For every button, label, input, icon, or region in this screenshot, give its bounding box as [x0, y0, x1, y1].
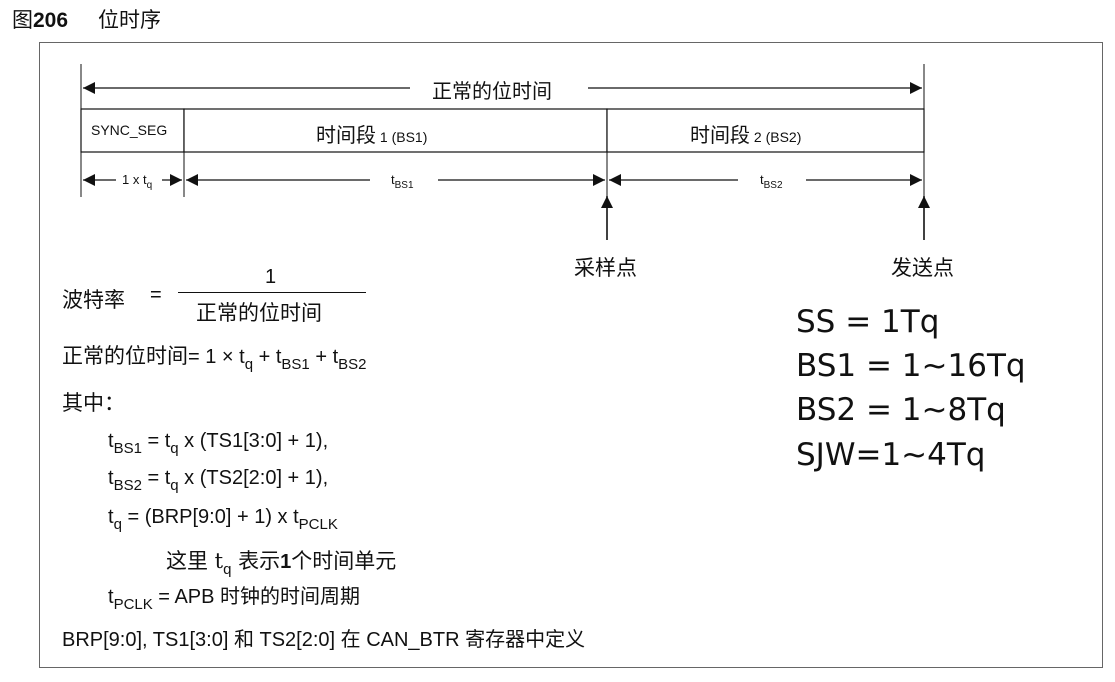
normal-bit-time-formula: 正常的位时间= 1 × tq + tBS1 + tBS2	[62, 344, 367, 373]
tq-dimension-label: 1 x tq	[122, 172, 153, 191]
register-note: BRP[9:0], TS1[3:0] 和 TS2[2:0] 在 CAN_BTR …	[62, 629, 586, 651]
param-sjw: SJW=1~4Tq	[796, 437, 986, 473]
baud-rate-denominator: 正常的位时间	[196, 301, 322, 325]
figure-title: 图206 位时序	[12, 4, 161, 34]
sync-seg-label: SYNC_SEG	[91, 122, 168, 138]
tbs2-formula: tBS2 = tq x (TS2[2:0] + 1),	[108, 467, 329, 494]
figure-number: 206	[33, 9, 69, 32]
param-bs2: BS2 = 1~8Tq	[796, 392, 1006, 428]
tq-definition: 这里 tq 表示1个时间单元	[166, 549, 397, 578]
fraction-bar	[178, 292, 366, 293]
tbs1-formula: tBS1 = tq x (TS1[3:0] + 1),	[108, 430, 329, 457]
baud-rate-label: 波特率	[62, 288, 125, 312]
tpclk-definition: tPCLK = APB 时钟的时间周期	[108, 586, 361, 613]
figure-frame	[39, 42, 1103, 668]
figure-number-prefix: 图	[12, 8, 33, 32]
normal-bit-time-label: 正常的位时间	[432, 79, 552, 103]
bs1-label: 时间段 1 (BS1)	[316, 123, 428, 147]
sync-seg-box	[80, 108, 185, 153]
bs2-label: 时间段 2 (BS2)	[690, 123, 802, 147]
param-bs1: BS1 = 1~16Tq	[796, 348, 1026, 384]
baud-rate-equals: =	[150, 284, 162, 306]
figure-name: 位时序	[98, 8, 162, 32]
tbs1-dimension-label: tBS1	[391, 172, 414, 191]
where-label: 其中：	[62, 391, 125, 415]
param-ss: SS = 1Tq	[796, 304, 940, 340]
transmit-point-label: 发送点	[891, 256, 954, 280]
tbs2-dimension-label: tBS2	[760, 172, 783, 191]
sample-point-label: 采样点	[574, 256, 637, 280]
bs1-box	[183, 108, 608, 153]
bs2-box	[606, 108, 925, 153]
baud-rate-numerator: 1	[265, 266, 277, 288]
tq-formula: tq = (BRP[9:0] + 1) x tPCLK	[108, 506, 338, 533]
